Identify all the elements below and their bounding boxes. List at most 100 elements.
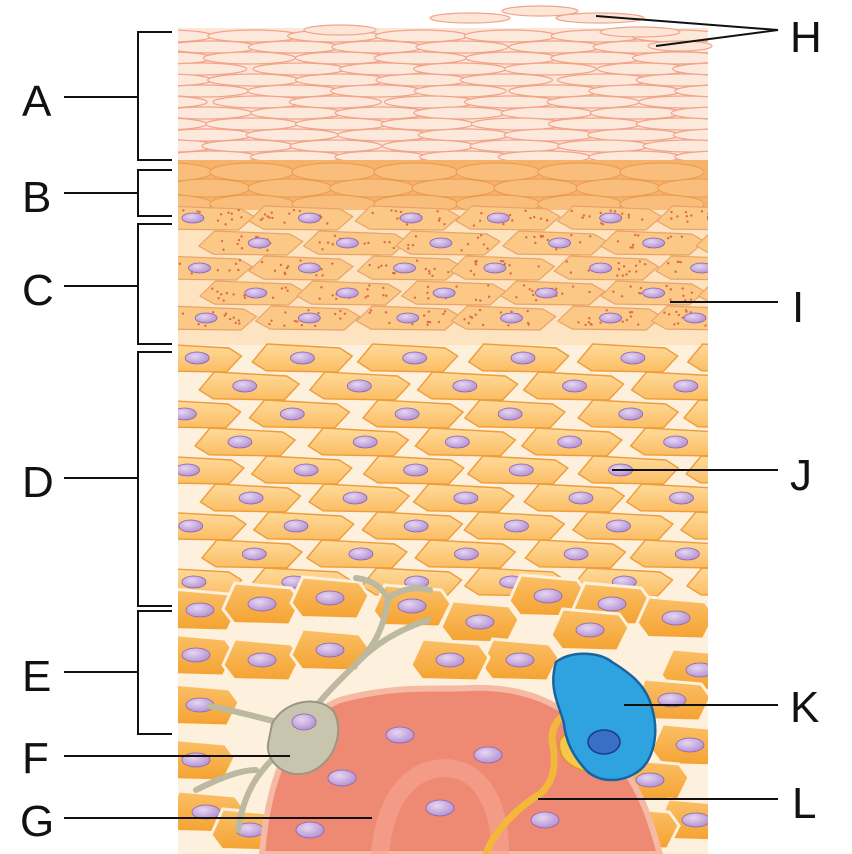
nucleus: [562, 379, 587, 393]
keratohyalin-granule: [286, 289, 289, 292]
keratohyalin-granule: [508, 213, 512, 217]
keratohyalin-granule: [173, 220, 175, 222]
keratohyalin-granule: [211, 287, 214, 290]
keratohyalin-granule: [428, 272, 431, 275]
nucleus: [784, 436, 808, 448]
granular-cell: [656, 205, 708, 231]
keratohyalin-granule: [771, 249, 773, 251]
keratohyalin-granule: [665, 284, 668, 288]
keratohyalin-granule: [670, 210, 673, 214]
keratohyalin-granule: [285, 266, 289, 270]
keratohyalin-granule: [584, 323, 587, 327]
keratohyalin-granule: [685, 215, 689, 218]
special-cells: [193, 575, 657, 854]
corneocyte: [631, 51, 708, 65]
keratohyalin-granule: [621, 274, 625, 277]
corneocyte: [178, 95, 208, 109]
keratohyalin-granule: [368, 284, 371, 287]
nucleus: [745, 288, 767, 298]
nucleus: [178, 519, 204, 533]
corneocyte: [202, 51, 296, 65]
spinous-cell: [686, 343, 708, 372]
keratohyalin-granule: [676, 215, 679, 218]
keratohyalin-granule: [478, 308, 482, 312]
desquamating-cell: [647, 40, 713, 52]
nucleus: [681, 812, 708, 828]
keratohyalin-granule: [333, 312, 337, 316]
keratohyalin-granule: [628, 311, 632, 314]
spinous-cell: [178, 456, 245, 485]
keratohyalin-granule: [280, 287, 284, 290]
corneocyte: [331, 40, 425, 54]
keratohyalin-granule: [533, 215, 536, 219]
keratohyalin-granule: [588, 290, 591, 294]
keratohyalin-granule: [743, 240, 745, 242]
keratohyalin-granule: [770, 237, 772, 239]
keratohyalin-granule: [240, 247, 244, 250]
lucidum-cell: [619, 162, 705, 182]
corneocyte: [247, 40, 341, 54]
nucleus: [620, 351, 646, 365]
keratohyalin-granule: [479, 234, 483, 237]
keratohyalin-granule: [437, 320, 441, 324]
nucleus: [399, 212, 423, 224]
nucleus: [548, 237, 572, 249]
keratohyalin-granule: [227, 211, 230, 214]
nucleus: [298, 212, 321, 224]
keratohyalin-granule: [676, 322, 680, 325]
nucleus: [453, 491, 479, 505]
keratohyalin-granule: [743, 222, 745, 224]
nucleus: [247, 652, 277, 668]
keratohyalin-granule: [770, 241, 772, 243]
nucleus: [244, 287, 268, 299]
keratohyalin-granule: [436, 210, 439, 213]
keratohyalin-granule: [479, 219, 482, 223]
keratohyalin-granule: [268, 322, 271, 326]
keratohyalin-granule: [541, 235, 545, 238]
keratohyalin-granule: [472, 224, 476, 227]
desquamating-cell: [555, 12, 645, 24]
corneocyte: [252, 62, 346, 76]
keratohyalin-granule: [204, 324, 207, 328]
nucleus: [465, 614, 495, 630]
keratohyalin-granule: [284, 311, 287, 314]
keratohyalin-granule: [391, 271, 395, 275]
corneocyte: [417, 128, 511, 142]
keratohyalin-granule: [427, 297, 430, 300]
keratohyalin-granule: [237, 319, 241, 322]
nucleus: [597, 596, 627, 612]
keratohyalin-granule: [317, 311, 320, 315]
melanocyte: [552, 652, 657, 782]
nucleus: [181, 647, 211, 663]
keratohyalin-granule: [474, 260, 477, 263]
keratohyalin-granule: [629, 315, 633, 318]
keratohyalin-granule: [240, 235, 243, 238]
keratohyalin-granule: [570, 209, 573, 213]
label-f: F: [22, 734, 49, 783]
fibroblast-nucleus: [385, 726, 415, 744]
keratohyalin-granule: [685, 310, 688, 313]
spinous-cell: [625, 483, 708, 513]
keratohyalin-granule: [288, 212, 291, 215]
nucleus: [452, 379, 478, 393]
keratohyalin-granule: [237, 208, 240, 212]
corneocyte: [508, 84, 602, 98]
keratohyalin-granule: [396, 217, 399, 220]
keratohyalin-granule: [413, 296, 417, 299]
keratohyalin-granule: [677, 313, 681, 317]
nucleus: [335, 287, 359, 299]
keratohyalin-granule: [529, 216, 532, 220]
fibroblast-nucleus: [530, 811, 560, 829]
keratohyalin-granule: [222, 299, 225, 302]
keratohyalin-granule: [570, 234, 573, 237]
stratum-granulosum-layer: [173, 205, 773, 345]
corneocyte: [469, 139, 563, 153]
keratohyalin-granule: [371, 211, 374, 215]
keratohyalin-granule: [627, 216, 631, 219]
nucleus: [690, 262, 708, 274]
nucleus: [534, 287, 558, 299]
keratohyalin-granule: [388, 321, 391, 325]
nucleus: [497, 407, 523, 421]
keratohyalin-granule: [182, 209, 185, 212]
keratohyalin-granule: [321, 248, 324, 251]
